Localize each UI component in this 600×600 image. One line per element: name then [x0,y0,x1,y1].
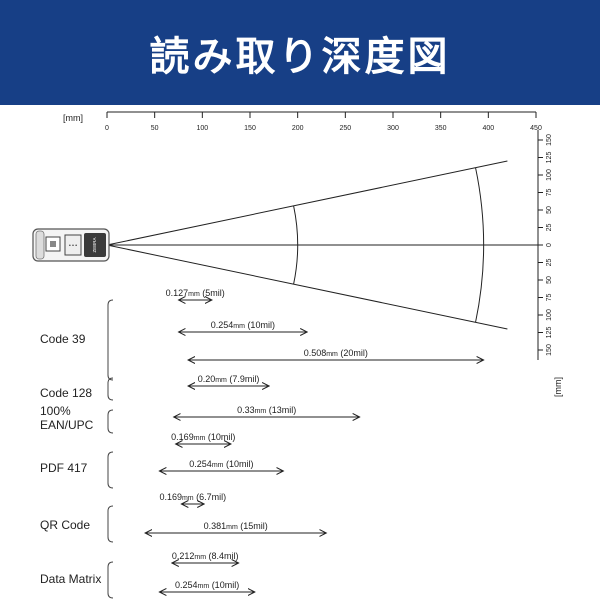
scanner-button-center [50,241,56,247]
group-bracket [107,505,114,543]
top-axis-tick-label: 300 [387,125,399,132]
symbology-name: PDF 417 [40,461,88,475]
scanner-window [64,234,82,256]
symbology-group: Code 39 0.127mm (5mil) 0.254mm (10mil) 0.50… [40,288,484,381]
range-bar-label: 0.381mm (15mil) [204,521,268,531]
symbology-name: Code 128 [40,386,92,400]
group-bracket [107,451,114,489]
right-axis-tick-label: 100 [546,309,553,321]
group-bracket [107,299,114,381]
fov-lower-edge [106,244,508,330]
range-bar-label: 0.254mm (10mil) [175,580,239,590]
symbology-group: Code 128 0.20mm (7.9mil) [40,374,269,401]
scanner-window-dots: • • • [69,243,77,249]
range-bar-label: 0.127mm (5mil) [166,288,225,298]
symbology-group: QR Code 0.169mm (6.7mil) 0.381mm (15mil) [40,492,326,543]
right-axis-unit: [mm] [553,377,563,397]
top-axis-tick-label: 100 [196,125,208,132]
top-axis-tick-label: 0 [105,125,109,132]
scanner-logo-panel [84,233,106,257]
symbology-name: 100%EAN/UPC [40,404,94,432]
fov-depth-arc [293,205,299,285]
right-axis-tick-label: 75 [546,189,553,197]
right-axis-tick-label: 100 [546,169,553,181]
top-axis-ticks: 0 50 100 150 200 250 300 350 400 450 [105,112,542,132]
right-axis-tick-label: 25 [546,224,553,232]
right-axis-tick-label: 125 [546,327,553,339]
range-bar-label: 0.212mm (8.4mil) [172,551,239,561]
group-bracket [107,409,114,434]
top-axis-tick-label: 400 [482,125,494,132]
symbology-name: Data Matrix [40,572,101,586]
fov-depth-arc [475,167,485,323]
right-axis-ticks: 150 125 100 75 50 25 0 25 50 75 100 125 150 [538,134,553,356]
range-bars: Code 39 0.127mm (5mil) 0.254mm (10mil) 0.50… [40,288,484,599]
right-axis-tick-label: 150 [546,344,553,356]
range-bar-label: 0.254mm (10mil) [189,459,253,469]
scanner-brand: ZEBRA [92,237,97,252]
top-axis-tick-label: 250 [339,125,351,132]
right-axis-tick-label: 125 [546,152,553,164]
top-axis-tick-label: 50 [151,125,159,132]
top-axis-tick-label: 200 [292,125,304,132]
fov-upper-edge [106,160,508,246]
right-axis-tick-label: 75 [546,294,553,302]
range-bar-label: 0.508mm (20mil) [304,348,368,358]
right-axis-tick-label: 0 [546,243,553,247]
title-banner: 読み取り深度図 [0,0,600,105]
field-of-view [106,160,538,330]
right-axis-tick-label: 50 [546,206,553,214]
symbology-group: PDF 417 0.254mm (10mil) [40,451,283,489]
range-bar-label: 0.169mm (6.7mil) [159,492,226,502]
symbology-group: Data Matrix 0.212mm (8.4mil) 0.254mm (10mi… [40,551,255,599]
symbology-name: Code 39 [40,332,86,346]
top-axis-tick-label: 350 [435,125,447,132]
group-bracket [107,561,114,599]
range-bar-label: 0.169mm (10mil) [171,432,235,442]
scanner-device: • • • ZEBRA [32,228,110,262]
scanner-end-cap [35,230,45,260]
top-axis-tick-label: 450 [530,125,542,132]
group-bracket [107,377,114,401]
right-axis-tick-label: 25 [546,259,553,267]
right-axis-tick-label: 50 [546,276,553,284]
range-bar-label: 0.33mm (13mil) [237,405,296,415]
range-bar-label: 0.254mm (10mil) [211,320,275,330]
symbology-name: QR Code [40,518,90,532]
top-axis-tick-label: 150 [244,125,256,132]
right-axis-tick-label: 150 [546,134,553,146]
top-axis-unit: [mm] [63,113,83,123]
range-bar-label: 0.20mm (7.9mil) [198,374,260,384]
page-title: 読み取り深度図 [149,33,451,80]
symbology-group: 100%EAN/UPC 0.33mm (13mil) 0.169mm (10mil) [40,404,360,444]
